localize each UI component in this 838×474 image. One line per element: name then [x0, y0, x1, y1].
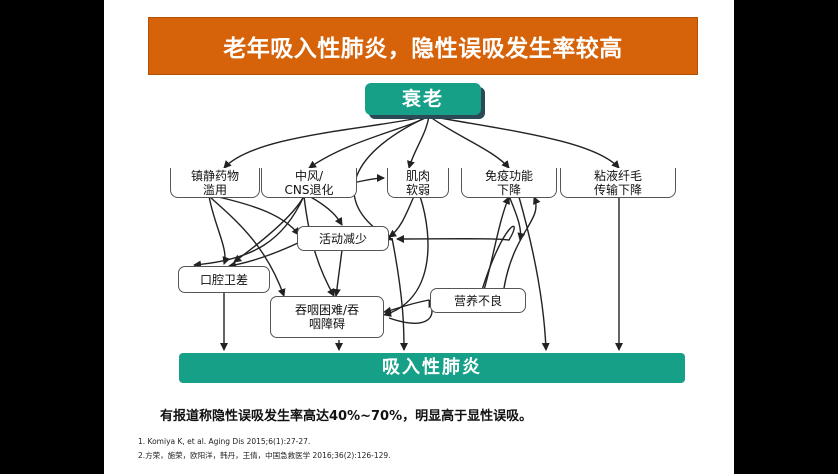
malnutrition-node: 营养不良 [430, 288, 526, 313]
connector-arrows [193, 115, 623, 351]
dysphagia-line2: 咽障碍 [308, 317, 345, 331]
conclusion-text: 有报道称隐性误吸发生率高达40%~70%，明显高于显性误吸。 [160, 409, 533, 424]
oral-hygiene-node: 口腔卫差 [178, 266, 270, 293]
stroke-line2: CNS退化 [284, 182, 334, 197]
activity-node: 活动减少 [297, 226, 389, 251]
slide-title: 老年吸入性肺炎，隐性误吸发生率较高 [223, 36, 623, 62]
title-banner: 老年吸入性肺炎，隐性误吸发生率较高 [148, 17, 698, 75]
dysphagia-node: 吞咽困难/吞咽障碍 [270, 296, 384, 338]
mucus-node: 粘液纤毛传输下降 [560, 168, 676, 198]
muscle-node: 肌肉软弱 [387, 168, 449, 198]
muscle-line2: 软弱 [405, 182, 430, 197]
immune-node: 免疫功能下降 [461, 168, 557, 198]
slide: 老年吸入性肺炎，隐性误吸发生率较高 [104, 0, 734, 474]
immune-line1: 免疫功能 [484, 168, 533, 183]
sedatives-node: 镇静药物滥用 [170, 168, 260, 198]
mucus-line1: 粘液纤毛 [593, 168, 642, 183]
mucus-line2: 传输下降 [593, 182, 642, 197]
aging-node: 衰老 [365, 83, 481, 115]
stroke-node: 中风/CNS退化 [261, 168, 357, 198]
muscle-line1: 肌肉 [405, 168, 430, 183]
sedatives-line1: 镇静药物 [190, 168, 239, 183]
stroke-line1: 中风/ [294, 168, 324, 183]
reference-1: 1. Komiya K, et al. Aging Dis 2015;6(1):… [138, 437, 311, 446]
reference-2: 2.方荣，施荣，欧阳洋，韩丹，王倩，中国急救医学 2016;36(2):126-… [138, 451, 391, 460]
dysphagia-line1: 吞咽困难/吞 [294, 303, 360, 317]
sedatives-line2: 滥用 [202, 182, 227, 197]
aspiration-pneumonia-node: 吸入性肺炎 [179, 353, 685, 383]
immune-line2: 下降 [496, 182, 521, 197]
